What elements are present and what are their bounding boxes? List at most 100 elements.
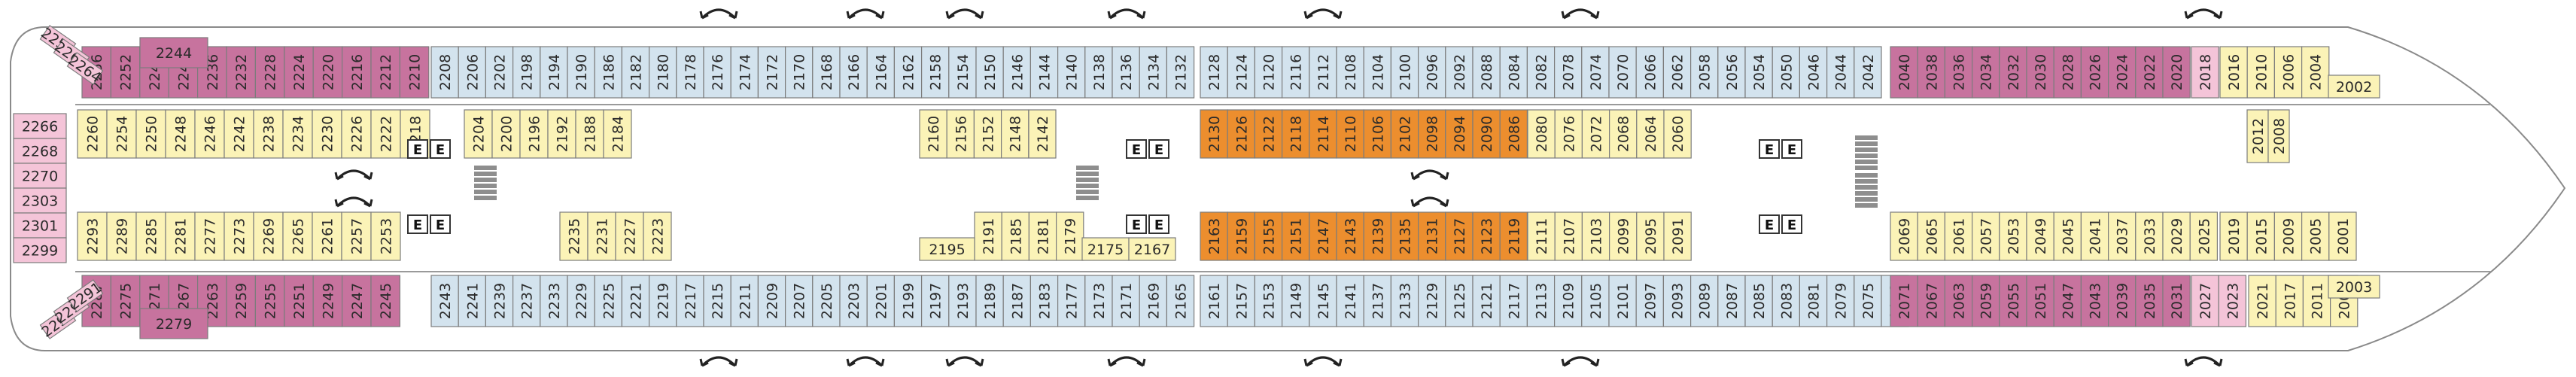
cabin[interactable]: 2123 xyxy=(1472,211,1501,261)
cabin[interactable]: 2076 xyxy=(1554,109,1583,159)
cabin[interactable]: 2022 xyxy=(2135,46,2164,99)
cabin[interactable]: 2155 xyxy=(1254,211,1283,261)
cabin[interactable]: 2031 xyxy=(2162,275,2191,327)
cabin[interactable]: 2083 xyxy=(1772,275,1800,327)
cabin[interactable]: 2230 xyxy=(312,109,342,159)
cabin[interactable]: 2066 xyxy=(1635,46,1664,99)
cabin[interactable]: 2190 xyxy=(567,46,595,99)
cabin[interactable]: 2186 xyxy=(594,46,623,99)
cabin[interactable]: 2069 xyxy=(1890,211,1918,261)
cabin[interactable]: 2033 xyxy=(2135,211,2164,261)
cabin[interactable]: 2018 xyxy=(2191,46,2219,99)
cabin[interactable]: 2259 xyxy=(226,275,257,327)
cabin[interactable]: 2270 xyxy=(13,163,67,189)
cabin[interactable]: 2176 xyxy=(703,46,731,99)
cabin[interactable]: 2275 xyxy=(110,275,141,327)
cabin[interactable]: 2238 xyxy=(253,109,284,159)
cabin[interactable]: 2177 xyxy=(1057,275,1086,327)
cabin[interactable]: 2142 xyxy=(1028,109,1057,159)
cabin[interactable]: 2055 xyxy=(1999,275,2027,327)
cabin[interactable]: 2163 xyxy=(1200,211,1228,261)
cabin[interactable]: 2107 xyxy=(1554,211,1583,261)
cabin[interactable]: 2089 xyxy=(1690,275,1719,327)
cabin[interactable]: 2036 xyxy=(1944,46,1973,99)
cabin[interactable]: 2242 xyxy=(224,109,254,159)
cabin[interactable]: 2187 xyxy=(1002,275,1031,327)
cabin[interactable]: 2015 xyxy=(2246,211,2275,261)
cabin[interactable]: 2098 xyxy=(1417,109,1446,159)
cabin[interactable]: 2217 xyxy=(676,275,704,327)
cabin[interactable]: 2085 xyxy=(1744,275,1773,327)
cabin[interactable]: 2008 xyxy=(2267,109,2290,163)
cabin[interactable]: 2096 xyxy=(1417,46,1446,99)
cabin[interactable]: 2197 xyxy=(920,275,950,327)
cabin[interactable]: 2233 xyxy=(540,275,568,327)
cabin[interactable]: 2003 xyxy=(2328,275,2380,299)
cabin[interactable]: 2170 xyxy=(784,46,814,99)
cabin[interactable]: 2196 xyxy=(519,109,549,159)
cabin[interactable]: 2071 xyxy=(1890,275,1918,327)
cabin[interactable]: 2017 xyxy=(2275,275,2304,327)
cabin[interactable]: 2241 xyxy=(458,275,487,327)
cabin[interactable]: 2165 xyxy=(1166,275,1195,327)
cabin[interactable]: 2269 xyxy=(253,211,284,261)
cabin[interactable]: 2250 xyxy=(135,109,166,159)
cabin[interactable]: 2002 xyxy=(2328,74,2380,99)
cabin[interactable]: 2168 xyxy=(812,46,841,99)
cabin[interactable]: 2122 xyxy=(1254,109,1283,159)
cabin[interactable]: 2100 xyxy=(1390,46,1419,99)
cabin[interactable]: 2086 xyxy=(1499,109,1528,159)
cabin[interactable]: 2021 xyxy=(2248,275,2276,327)
cabin[interactable]: 2141 xyxy=(1336,275,1364,327)
cabin[interactable]: 2108 xyxy=(1336,46,1364,99)
cabin[interactable]: 2068 xyxy=(1609,109,1638,159)
cabin[interactable]: 2183 xyxy=(1029,275,1059,327)
cabin[interactable]: 2251 xyxy=(284,275,314,327)
cabin[interactable]: 2081 xyxy=(1799,275,1828,327)
cabin[interactable]: 2016 xyxy=(2219,46,2248,99)
cabin[interactable]: 2215 xyxy=(703,275,731,327)
cabin[interactable]: 2180 xyxy=(648,46,677,99)
cabin[interactable]: 2289 xyxy=(106,211,137,261)
cabin[interactable]: 2117 xyxy=(1499,275,1528,327)
cabin[interactable]: 2247 xyxy=(342,275,372,327)
cabin[interactable]: 2232 xyxy=(226,46,257,99)
cabin[interactable]: 2164 xyxy=(866,46,895,99)
cabin[interactable]: 2074 xyxy=(1581,46,1610,99)
cabin[interactable]: 2091 xyxy=(1663,211,1692,261)
cabin[interactable]: 2139 xyxy=(1363,211,1391,261)
cabin[interactable]: 2222 xyxy=(370,109,401,159)
cabin[interactable]: 2059 xyxy=(1972,275,2000,327)
cabin[interactable]: 2030 xyxy=(2026,46,2054,99)
cabin[interactable]: 2193 xyxy=(948,275,977,327)
cabin[interactable]: 2075 xyxy=(1854,275,1882,327)
cabin[interactable]: 2301 xyxy=(13,212,67,239)
cabin[interactable]: 2253 xyxy=(370,211,401,261)
cabin[interactable]: 2125 xyxy=(1445,275,1474,327)
cabin[interactable]: 2092 xyxy=(1445,46,1474,99)
cabin[interactable]: 2044 xyxy=(1826,46,1855,99)
cabin[interactable]: 2124 xyxy=(1227,46,1255,99)
cabin[interactable]: 2082 xyxy=(1526,46,1556,99)
cabin[interactable]: 2099 xyxy=(1609,211,1638,261)
cabin[interactable]: 2191 xyxy=(974,211,1002,261)
cabin[interactable]: 2039 xyxy=(2108,275,2137,327)
cabin[interactable]: 2299 xyxy=(13,237,67,263)
cabin[interactable]: 2185 xyxy=(1001,211,1029,261)
cabin[interactable]: 2103 xyxy=(1581,211,1610,261)
cabin[interactable]: 2126 xyxy=(1227,109,1255,159)
cabin[interactable]: 2277 xyxy=(194,211,225,261)
cabin[interactable]: 2211 xyxy=(730,275,759,327)
cabin[interactable]: 2175 xyxy=(1081,237,1130,261)
cabin[interactable]: 2049 xyxy=(2026,211,2054,261)
cabin[interactable]: 2062 xyxy=(1662,46,1692,99)
cabin[interactable]: 2150 xyxy=(975,46,1004,99)
cabin[interactable]: 2042 xyxy=(1854,46,1882,99)
cabin[interactable]: 2188 xyxy=(575,109,604,159)
cabin[interactable]: 2198 xyxy=(512,46,541,99)
cabin[interactable]: 2225 xyxy=(594,275,623,327)
cabin[interactable]: 2243 xyxy=(430,275,459,327)
cabin[interactable]: 2079 xyxy=(1826,275,1855,327)
cabin[interactable]: 2231 xyxy=(587,211,616,261)
cabin[interactable]: 2056 xyxy=(1717,46,1746,99)
